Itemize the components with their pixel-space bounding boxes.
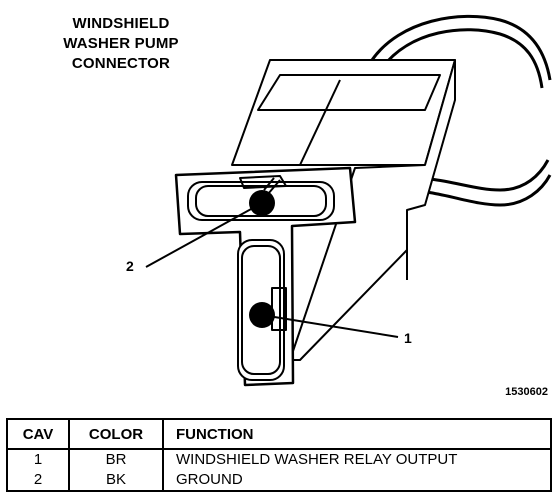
title-line-2: WASHER PUMP [63, 35, 179, 52]
table-header-row: CAV COLOR FUNCTION [6, 418, 552, 450]
table-body-row: 1 2 BR BK WINDSHIELD WASHER RELAY OUTPUT… [6, 448, 552, 492]
callout-2: 2 [126, 258, 134, 274]
color-cell: BR BK [68, 448, 164, 492]
function-value: GROUND [176, 471, 243, 488]
header-cav: CAV [6, 418, 70, 450]
callout-1: 1 [404, 330, 412, 346]
connector-diagram [145, 14, 552, 387]
color-value: BR [105, 451, 127, 468]
cav-cell: 1 2 [6, 448, 70, 492]
connector-side [289, 59, 456, 361]
function-value: WINDSHIELD WASHER RELAY OUTPUT [176, 451, 458, 468]
leader-line-2 [145, 202, 263, 268]
leader-line-1 [261, 314, 399, 338]
header-function: FUNCTION [162, 418, 552, 450]
header-color: COLOR [68, 418, 164, 450]
function-cell: WINDSHIELD WASHER RELAY OUTPUT GROUND [162, 448, 552, 492]
connector-top-slot [257, 74, 441, 111]
wire-4 [399, 174, 552, 207]
wire-1 [370, 14, 552, 81]
connector-top-ridge [299, 79, 341, 166]
cav-value: 1 [33, 451, 43, 468]
title-line-3: CONNECTOR [71, 55, 171, 72]
cav-value: 2 [33, 471, 43, 488]
cavity-table: CAV COLOR FUNCTION 1 2 BR BK WINDSHIELD … [6, 418, 552, 492]
diagram-title: WINDSHIELD WASHER PUMP CONNECTOR [50, 14, 192, 74]
wire-2 [380, 28, 544, 89]
title-line-1: WINDSHIELD [72, 15, 170, 32]
figure-id: 1530602 [505, 386, 548, 398]
color-value: BK [105, 471, 126, 488]
